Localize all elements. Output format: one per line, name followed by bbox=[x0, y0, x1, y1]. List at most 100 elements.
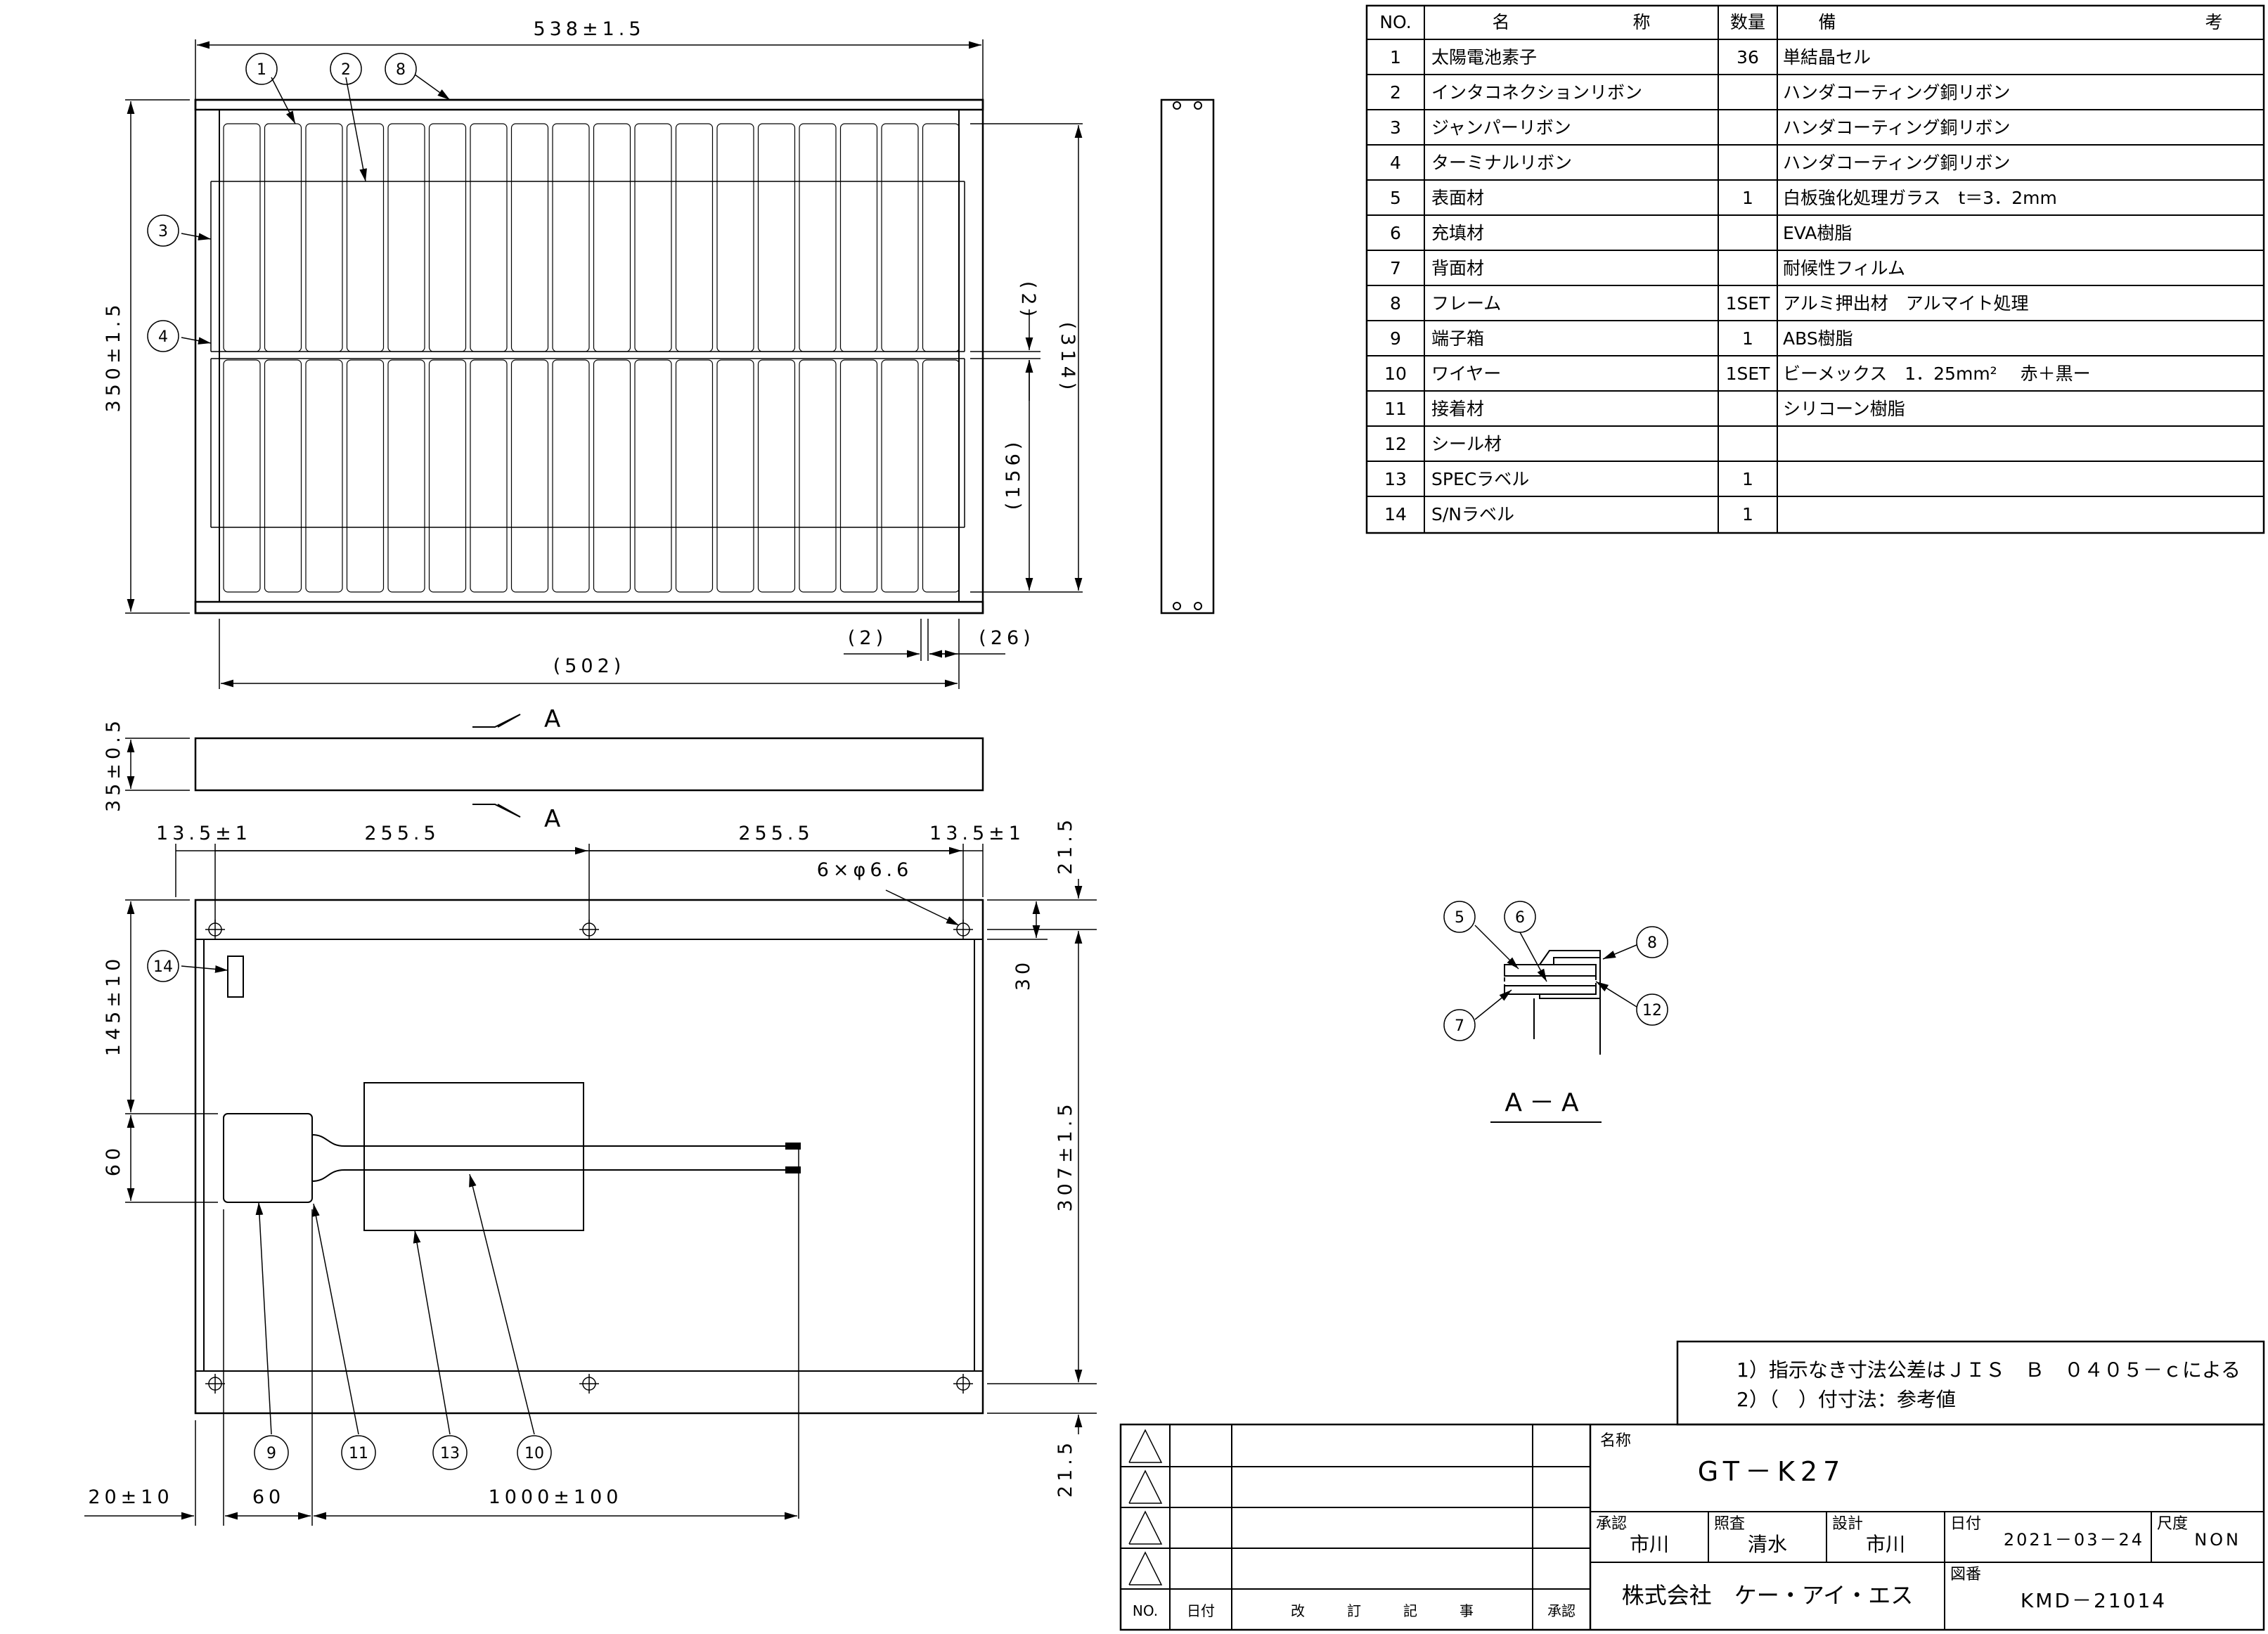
section-marker-bottom: A bbox=[544, 805, 560, 833]
solar-cell bbox=[264, 123, 302, 352]
side-view bbox=[1160, 98, 1215, 615]
part-balloons bbox=[147, 53, 1668, 1470]
note-2: 2）（ ）付寸法：参考値 bbox=[1737, 1388, 1956, 1411]
svg-text:8: 8 bbox=[1647, 934, 1657, 952]
col-header-no: NO. bbox=[1379, 12, 1411, 32]
parts-row-no: 1 bbox=[1390, 47, 1401, 67]
solar-cell bbox=[510, 359, 549, 593]
svg-text:11: 11 bbox=[349, 1445, 368, 1462]
dim-ref-30: 30 bbox=[1012, 958, 1034, 991]
solar-cell bbox=[922, 359, 960, 593]
svg-text:照査: 照査 bbox=[1714, 1515, 1745, 1533]
parts-row-name: 充填材 bbox=[1431, 223, 1484, 243]
dim-ref-26: (26) bbox=[979, 627, 1034, 649]
parts-row-remarks: ハンダコーティング銅リボン bbox=[1783, 153, 2011, 173]
parts-row-remarks: ハンダコーティング銅リボン bbox=[1783, 82, 2011, 103]
drawing-date: 2021－03－24 bbox=[2004, 1530, 2144, 1550]
parts-row-no: 3 bbox=[1390, 117, 1401, 138]
product-name: GT－K27 bbox=[1698, 1456, 1846, 1487]
parts-row-qty: 1SET bbox=[1726, 293, 1771, 314]
solar-cell bbox=[346, 123, 385, 352]
solar-cell bbox=[223, 359, 261, 593]
solar-cell bbox=[634, 359, 672, 593]
parts-row-remarks: ビーメックス 1．25mm² 赤＋黒ー bbox=[1783, 364, 2091, 384]
dim-ref-502: (502) bbox=[553, 655, 626, 677]
edge-view bbox=[125, 714, 984, 818]
parts-row-no: 7 bbox=[1390, 258, 1401, 278]
svg-text:NO.: NO. bbox=[1133, 1602, 1158, 1619]
svg-text:日付: 日付 bbox=[1187, 1602, 1215, 1619]
solar-cell bbox=[839, 123, 878, 352]
dim-ref-314: (314) bbox=[1057, 322, 1078, 394]
dim-hole-edge-left: 13.5±1 bbox=[156, 823, 252, 844]
parts-row-remarks: 耐候性フィルム bbox=[1783, 258, 1905, 278]
drawing-number: KMD－21014 bbox=[2021, 1589, 2167, 1612]
parts-row-no: 12 bbox=[1384, 434, 1407, 454]
solar-cell bbox=[387, 123, 425, 352]
rear-view bbox=[194, 899, 984, 1519]
parts-row-no: 2 bbox=[1390, 82, 1401, 103]
drawing-scale: NON bbox=[2194, 1530, 2241, 1550]
parts-row-name: 太陽電池素子 bbox=[1431, 47, 1537, 67]
parts-row-name: SPECラベル bbox=[1431, 469, 1529, 489]
parts-row-no: 8 bbox=[1390, 293, 1401, 314]
solar-cell bbox=[264, 359, 302, 593]
dim-front-height: 350±1.5 bbox=[103, 300, 124, 412]
parts-row-no: 13 bbox=[1384, 469, 1407, 489]
svg-text:10: 10 bbox=[524, 1445, 544, 1462]
solar-cell bbox=[799, 123, 837, 352]
svg-text:5: 5 bbox=[1455, 909, 1464, 927]
solar-cell bbox=[510, 123, 549, 352]
parts-row-name: フレーム bbox=[1431, 293, 1501, 314]
section-markers: A A A－A bbox=[544, 705, 1585, 1117]
svg-text:2: 2 bbox=[341, 61, 351, 79]
svg-text:設計: 設計 bbox=[1832, 1515, 1863, 1533]
company-name: 株式会社 ケー・アイ・エス bbox=[1622, 1582, 1913, 1609]
balloon-labels: 1 2 3 4 5 6 7 8 8 9 10 11 12 13 14 bbox=[153, 61, 1662, 1462]
col-header-name: 名 称 bbox=[1492, 12, 1650, 32]
checked-by: 清水 bbox=[1748, 1533, 1787, 1556]
col-header-qty: 数量 bbox=[1730, 12, 1765, 32]
svg-text:14: 14 bbox=[153, 958, 173, 976]
solar-cell bbox=[757, 123, 796, 352]
dim-wire-length: 1000±100 bbox=[489, 1486, 623, 1508]
dim-thickness: 35±0.5 bbox=[103, 716, 124, 812]
parts-row-no: 4 bbox=[1390, 153, 1401, 173]
parts-row-remarks: ABS樹脂 bbox=[1783, 328, 1853, 349]
parts-row-name: ジャンパーリボン bbox=[1431, 117, 1571, 138]
svg-text:1: 1 bbox=[257, 61, 266, 79]
parts-row-name: 接着材 bbox=[1431, 399, 1484, 419]
dim-ref-2-top: (2) bbox=[1017, 281, 1039, 321]
dim-box-height: 60 bbox=[103, 1144, 124, 1176]
mounting-holes bbox=[205, 920, 973, 1394]
dim-front-width: 538±1.5 bbox=[533, 18, 645, 40]
title-block bbox=[1119, 1423, 2265, 1631]
notes-box bbox=[1676, 1340, 2265, 1426]
front-view bbox=[194, 98, 984, 615]
sn-label bbox=[227, 956, 244, 998]
dim-hole-spec: 6×φ6.6 bbox=[817, 859, 913, 881]
parts-row-name: 背面材 bbox=[1431, 258, 1484, 278]
parts-row-name: ターミナルリボン bbox=[1431, 153, 1572, 173]
svg-text:図番: 図番 bbox=[1950, 1566, 1981, 1583]
dim-hole-pitch-left: 255.5 bbox=[364, 823, 439, 844]
parts-row-name: ワイヤー bbox=[1431, 364, 1501, 384]
dim-hole-pitch-right: 255.5 bbox=[738, 823, 813, 844]
parts-row-name: 端子箱 bbox=[1431, 328, 1484, 349]
solar-cell bbox=[223, 123, 261, 352]
solar-cell bbox=[470, 359, 508, 593]
svg-text:尺度: 尺度 bbox=[2157, 1515, 2188, 1533]
svg-text:承認: 承認 bbox=[1596, 1515, 1627, 1533]
solar-cell bbox=[634, 123, 672, 352]
parts-row-name: シール材 bbox=[1431, 434, 1502, 454]
dim-box-width: 60 bbox=[252, 1486, 285, 1508]
solar-cell bbox=[305, 123, 343, 352]
section-title: A－A bbox=[1505, 1088, 1585, 1117]
solar-cell bbox=[346, 359, 385, 593]
designed-by: 市川 bbox=[1866, 1533, 1905, 1556]
parts-row-name: インタコネクションリボン bbox=[1431, 82, 1642, 103]
parts-row-qty: 1 bbox=[1742, 328, 1753, 349]
note-1: 1）指示なき寸法公差はＪＩＳ Ｂ ０４０５－ｃによる bbox=[1737, 1358, 2241, 1382]
svg-text:12: 12 bbox=[1642, 1002, 1662, 1019]
